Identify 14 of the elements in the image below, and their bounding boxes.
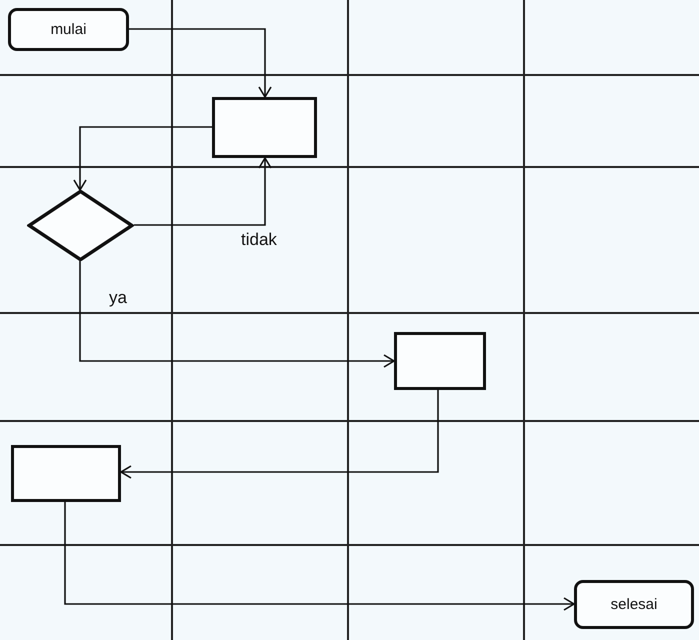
arrow xyxy=(73,126,212,191)
process-box xyxy=(11,445,121,502)
process-box xyxy=(394,332,486,390)
node-label: mulai xyxy=(50,21,86,38)
arrow xyxy=(134,157,272,226)
process-box xyxy=(212,97,317,158)
terminator-box xyxy=(574,580,694,629)
node-label: selesai xyxy=(610,596,658,613)
arrow xyxy=(120,390,439,479)
decision-diamond xyxy=(27,190,134,261)
arrow xyxy=(64,502,575,611)
arrow xyxy=(129,28,272,98)
terminator-box xyxy=(8,8,129,51)
arrow xyxy=(79,261,395,368)
